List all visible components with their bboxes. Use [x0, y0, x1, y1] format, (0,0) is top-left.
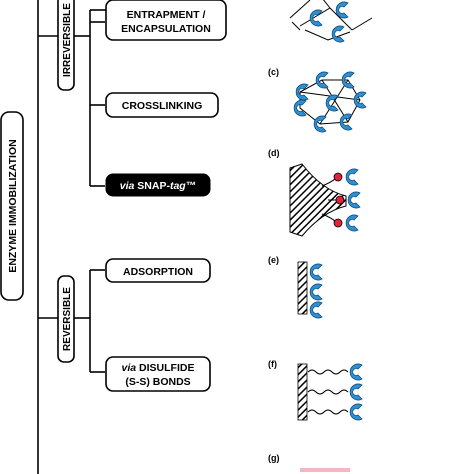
method-snap-tag: via SNAP-tag™: [105, 173, 211, 197]
method-entrapment-line1: ENTRAPMENT /: [127, 9, 206, 21]
method-disulfide: via DISULFIDE (S-S) BONDS: [105, 356, 211, 392]
method-crosslinking-label: CROSSLINKING: [122, 100, 203, 112]
method-adsorption-label: ADSORPTION: [123, 266, 193, 278]
root-label: ENZYME IMMOBILIZATION: [7, 139, 19, 272]
illustration-adsorption: [297, 261, 323, 319]
illustration-crosslinking: [293, 71, 367, 133]
panel-label-g: (g): [268, 453, 280, 463]
method-disulfide-line2: (S-S) BONDS: [125, 376, 190, 388]
illustration-disulfide: [297, 363, 363, 421]
method-crosslinking: CROSSLINKING: [105, 92, 219, 118]
method-adsorption: ADSORPTION: [105, 258, 211, 283]
branch-reversible: REVERSIBLE: [57, 275, 75, 363]
method-snap-tag-label: via SNAP-tag™: [120, 180, 196, 192]
branch-reversible-label: REVERSIBLE: [62, 287, 73, 351]
method-disulfide-line1: via DISULFIDE: [122, 362, 195, 374]
illustration-g: [300, 468, 350, 472]
method-entrapment: ENTRAPMENT / ENCAPSULATION: [105, 0, 227, 41]
branch-irreversible: IRREVERSIBLE: [57, 0, 75, 91]
method-entrapment-line2: ENCAPSULATION: [121, 23, 211, 35]
root-node: ENZYME IMMOBILIZATION: [0, 111, 24, 301]
branch-irreversible-label: IRREVERSIBLE: [62, 3, 73, 77]
panel-label-c: (c): [268, 67, 279, 77]
tree-connectors: [37, 0, 106, 474]
illustration-entrapment: [289, 0, 373, 43]
panel-label-d: (d): [268, 148, 280, 158]
illustration-snap-tag: [289, 163, 361, 237]
panel-label-e: (e): [268, 255, 279, 265]
panel-label-f: (f): [268, 359, 277, 369]
